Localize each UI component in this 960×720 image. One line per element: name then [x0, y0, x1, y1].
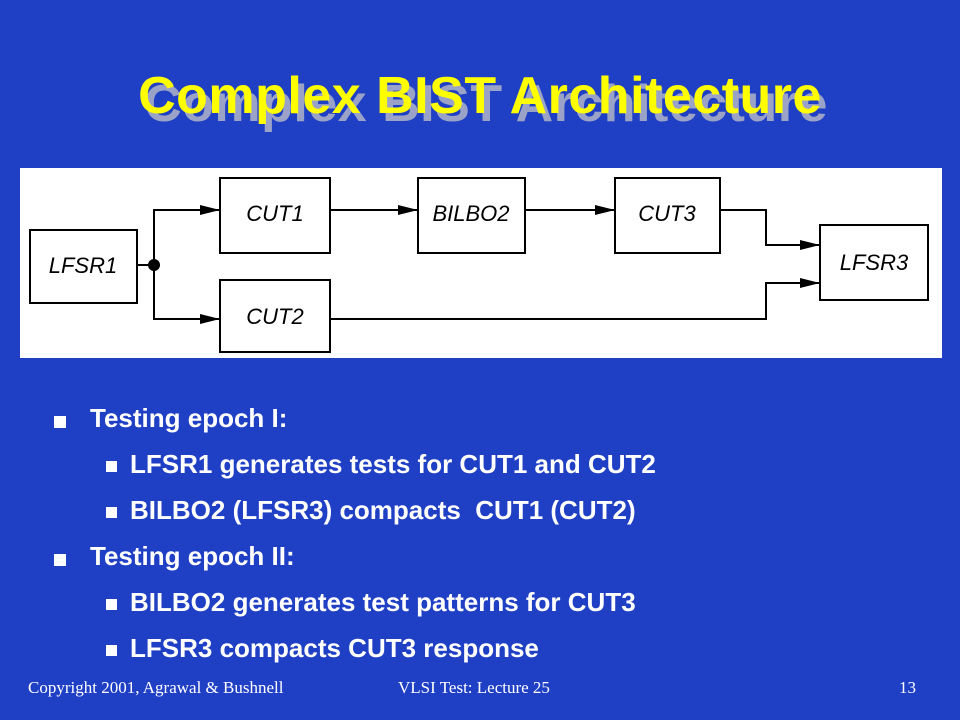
square-bullet-icon — [54, 554, 66, 566]
cut2-label: CUT2 — [246, 304, 303, 329]
square-bullet-icon — [106, 599, 117, 610]
bilbo2-label: BILBO2 — [432, 201, 509, 226]
wire-lfsr1-cut2 — [153, 265, 220, 324]
wire-cut3-lfsr3 — [720, 209, 820, 250]
bullet-text: BILBO2 generates test patterns for CUT3 — [130, 587, 636, 617]
title-area: Complex BIST Architecture Complex BIST A… — [0, 55, 960, 145]
wire-cut2-lfsr3 — [330, 278, 820, 320]
lfsr3-label: LFSR3 — [840, 250, 909, 275]
square-bullet-icon — [106, 461, 117, 472]
footer-copyright: Copyright 2001, Agrawal & Bushnell — [28, 678, 284, 697]
square-bullet-icon — [106, 507, 117, 518]
bullet-text: Testing epoch I: — [90, 403, 288, 433]
lfsr3-block — [819, 224, 929, 301]
cut1-block — [219, 177, 331, 254]
square-bullet-icon — [54, 416, 66, 428]
list-item: BILBO2 (LFSR3) compacts CUT1 (CUT2) — [50, 490, 930, 536]
lfsr1-block — [29, 229, 138, 304]
slide-title: Complex BIST Architecture — [138, 67, 822, 125]
fanout-dot — [148, 259, 160, 271]
title-shadow: Complex BIST Architecture — [144, 75, 828, 133]
list-item: LFSR1 generates tests for CUT1 and CUT2 — [50, 444, 930, 490]
footer-lecture: VLSI Test: Lecture 25 — [398, 678, 550, 697]
bullet-list: Testing epoch I: LFSR1 generates tests f… — [50, 398, 930, 674]
page-number: 13 — [899, 678, 916, 697]
bullet-text: LFSR1 generates tests for CUT1 and CUT2 — [130, 449, 656, 479]
list-item: LFSR3 compacts CUT3 response — [50, 628, 930, 674]
lfsr1-label: LFSR1 — [49, 253, 117, 278]
list-item: BILBO2 generates test patterns for CUT3 — [50, 582, 930, 628]
bullet-text: Testing epoch II: — [90, 541, 295, 571]
square-bullet-icon — [106, 645, 117, 656]
slide-footer: Copyright 2001, Agrawal & Bushnell VLSI … — [0, 678, 960, 702]
list-item: Testing epoch II: — [50, 536, 930, 582]
wires — [137, 205, 820, 324]
bullet-text: BILBO2 (LFSR3) compacts CUT1 (CUT2) — [130, 495, 636, 525]
wire-lfsr1-cut1 — [153, 205, 220, 265]
bilbo2-block — [417, 177, 526, 254]
cut2-block — [219, 279, 331, 353]
bist-architecture-diagram: LFSR1 CUT1 BILBO2 CUT3 CUT2 LFSR3 — [20, 168, 942, 358]
cut1-label: CUT1 — [246, 201, 303, 226]
list-item: Testing epoch I: — [50, 398, 930, 444]
cut3-block — [614, 177, 721, 254]
bullet-text: LFSR3 compacts CUT3 response — [130, 633, 539, 663]
cut3-label: CUT3 — [638, 201, 696, 226]
